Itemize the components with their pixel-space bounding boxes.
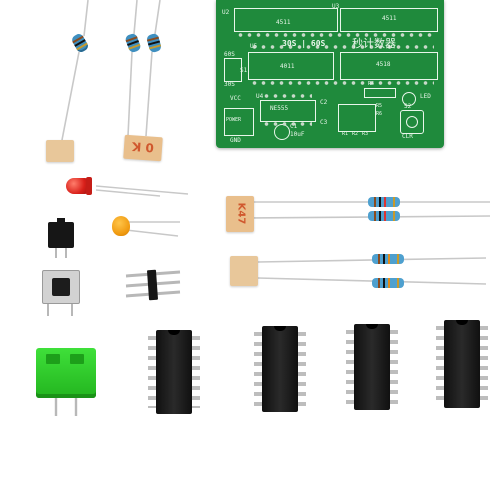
terminal-block-slot-right: [70, 354, 84, 364]
potentiometer-right-marking: K47: [235, 202, 247, 225]
label-r5: R5: [376, 103, 383, 109]
red-led-dome: [66, 178, 88, 194]
tactile-pushbutton: [42, 270, 80, 304]
potentiometer-center-marking: 0 K: [131, 139, 155, 155]
label-u5: U5: [250, 43, 258, 50]
pad-row-mid-top: [250, 44, 434, 50]
label-r3: R3: [362, 131, 369, 137]
ic-footprint-4011: [248, 52, 334, 80]
led-lead-long: [95, 185, 189, 195]
ceramic-capacitor: [112, 216, 130, 236]
switch-footprint-s1: [224, 58, 242, 82]
resistor-footprint-r4: [364, 88, 396, 98]
capacitor-lead-b: [125, 229, 179, 237]
resistor-right-3: [372, 254, 404, 264]
potentiometer-center: 0 K: [123, 134, 163, 162]
pad-row-mid-bottom: [250, 80, 434, 86]
potentiometer-right: K47: [226, 196, 254, 232]
label-ic-4518: 4518: [376, 61, 391, 68]
dip-ic-4: [436, 320, 488, 408]
resistor-right-1: [368, 197, 400, 207]
label-60s: 60S: [224, 51, 235, 58]
resistor-right-2: [368, 211, 400, 221]
label-r1: R1: [342, 131, 349, 137]
label-c3: C3: [320, 119, 328, 126]
resistor-lead-center-b: [154, 0, 161, 35]
label-ne555: NE555: [270, 105, 289, 112]
label-r4: R4: [368, 81, 375, 87]
terminal-block: [36, 348, 96, 398]
dip-ic-3-notch: [366, 324, 378, 329]
resistor-lead-center-a: [133, 0, 138, 35]
resistor-lead-top-left-bottom: [61, 51, 80, 141]
dip-ic-1: [148, 330, 200, 414]
potentiometer-lower: [230, 256, 258, 286]
pad-row-ne555-bottom: [262, 121, 312, 127]
label-r6: R6: [376, 111, 383, 117]
label-c1-value: 10uF: [290, 131, 305, 138]
button-footprint-s2-center: [406, 116, 418, 128]
led-lead-short: [95, 189, 161, 197]
resistor-right-4: [372, 278, 404, 288]
tactile-pushbutton-cap: [52, 278, 70, 296]
resistor-lead-center-b-bottom: [145, 51, 153, 137]
label-ic-4511-right: 4511: [382, 15, 397, 22]
label-u3: U3: [332, 3, 340, 10]
ic-footprint-4518: [340, 52, 438, 80]
pcb-title-cn: 秒计数器: [352, 37, 396, 50]
label-power: POWER: [226, 117, 242, 123]
label-u4: U4: [256, 93, 264, 100]
pad-row-ne555: [262, 93, 312, 99]
label-u2: U2: [222, 9, 230, 16]
dip-ic-4-notch: [456, 320, 468, 325]
pcb-title-en: 30S | 60S: [282, 39, 326, 48]
red-led-rim: [86, 177, 92, 195]
label-s1: S1: [240, 67, 248, 74]
red-led: [66, 177, 96, 195]
label-ic-4011: 4011: [280, 63, 295, 70]
dip-ic-2: [254, 326, 306, 412]
label-ic-4511-left: 4511: [276, 19, 291, 26]
pcb-board: U2 4511 U3 4511 U5 30S | 60S 秒计数器 4011 4…: [216, 0, 444, 148]
resistor-lead-top-left: [83, 0, 89, 37]
label-clr: CLR: [402, 133, 413, 140]
label-c1: C1: [290, 123, 298, 130]
power-footprint: [224, 108, 254, 136]
dip-ic-1-notch: [168, 330, 180, 335]
potentiometer-left: [46, 140, 74, 162]
label-vcc: VCC: [230, 95, 241, 102]
jumper-cap: [48, 218, 74, 248]
dip-ic-2-notch: [274, 326, 286, 331]
label-c2: C2: [320, 99, 328, 106]
button-footprint-s2: [400, 110, 424, 134]
label-30s: 30S: [224, 81, 235, 88]
led-footprint: [402, 92, 416, 106]
terminal-block-slot-left: [46, 354, 60, 364]
dip-ic-3: [346, 324, 398, 410]
pad-row-top: [236, 32, 434, 38]
ic-footprint-4511-right: [340, 8, 438, 32]
label-r2: R2: [352, 131, 359, 137]
label-led: LED: [420, 93, 431, 100]
ic-footprint-4511-left: [234, 8, 338, 32]
label-s2: S2: [404, 103, 412, 110]
resistor-lead-center-a-bottom: [127, 51, 133, 137]
resistor-footprints: [338, 104, 376, 132]
label-gnd: GND: [230, 137, 241, 144]
